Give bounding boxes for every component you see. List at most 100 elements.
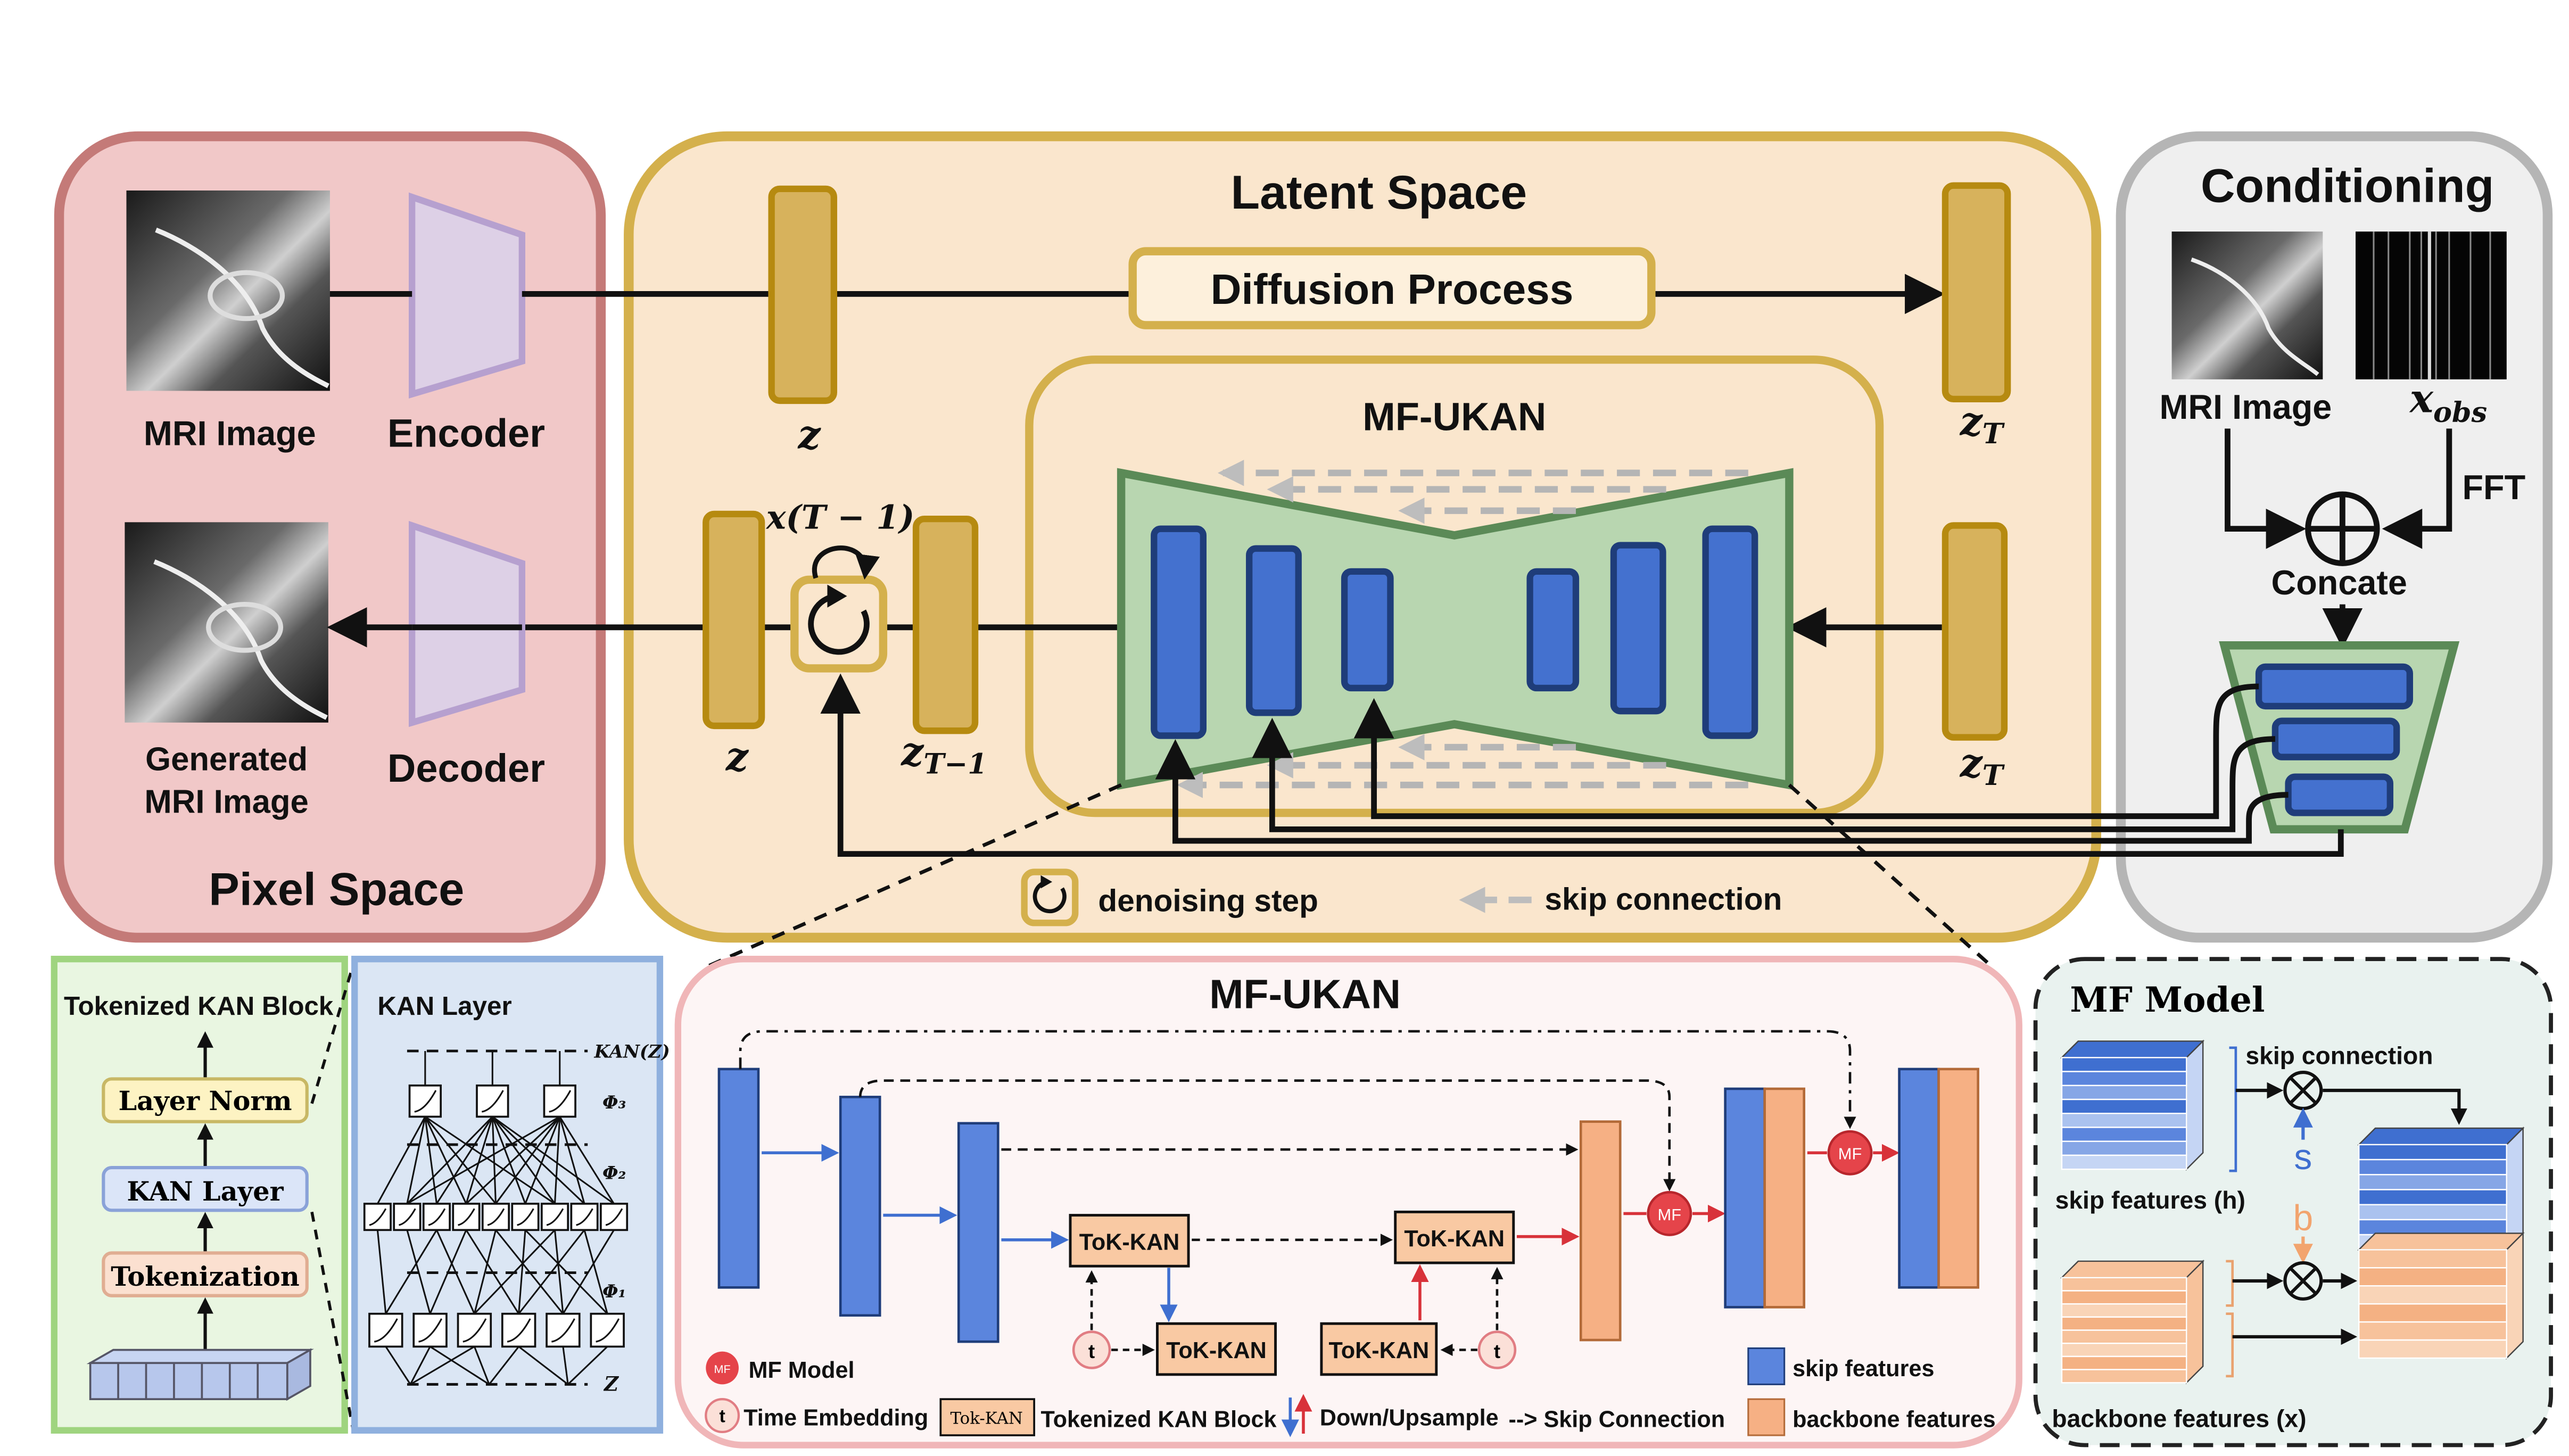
kan-edge — [424, 1116, 556, 1205]
kan-activation-node — [540, 1203, 569, 1231]
conditioning-routing-lines — [820, 673, 2344, 857]
latent-block-zT-top — [1942, 182, 2011, 403]
kan-activation-node-curve — [507, 1318, 531, 1343]
legend-time-label: Time Embedding — [744, 1405, 928, 1431]
out-stack-orange-layer — [2358, 1303, 2508, 1323]
out-stack-orange-side — [2506, 1231, 2524, 1360]
out-stack-orange-layer — [2358, 1249, 2508, 1269]
b-label: b — [2293, 1198, 2313, 1238]
kan-activation-node — [481, 1203, 510, 1231]
kan-edge — [429, 1346, 490, 1385]
latent-block-zT-bottom — [1942, 522, 2008, 741]
concat-plus-icon — [2305, 491, 2380, 566]
kan-edge — [554, 1230, 564, 1314]
mf-node-2 — [1827, 1130, 1873, 1176]
zoom-line — [310, 965, 354, 1104]
kan-edge — [465, 1116, 560, 1205]
decoder-label: Decoder — [387, 746, 545, 790]
dec-block-1 — [1579, 1120, 1622, 1342]
zoom-line — [310, 1211, 354, 1429]
generated-label-line2: MRI Image — [144, 783, 308, 820]
latent-block-zT-1 — [912, 515, 979, 734]
tok-kan-block-4 — [1394, 1210, 1515, 1264]
legend-time-icon-text: t — [719, 1406, 725, 1426]
out-stack-blue-layer — [2358, 1189, 2508, 1205]
mf-model-panel: MF Model skip connection s skip features… — [2033, 957, 2553, 1447]
kan-edge — [583, 1229, 608, 1314]
generated-mri-image — [125, 522, 328, 723]
kan-activation-node-curve — [576, 1208, 593, 1226]
latent-space-title: Latent Space — [1231, 166, 1527, 219]
kan-layer-label: KAN Layer — [127, 1176, 284, 1207]
kan-activation-node — [363, 1203, 392, 1231]
backbone-bracket-lower — [2226, 1312, 2234, 1378]
out-stack-blue-layer — [2358, 1219, 2508, 1236]
kan-edge — [436, 1229, 475, 1314]
latent-block-z — [768, 185, 838, 404]
mf-node-label: MF — [1658, 1205, 1682, 1224]
kan-edge — [385, 1229, 437, 1314]
kan-edge — [518, 1346, 569, 1385]
skip-stack-layer — [2061, 1098, 2187, 1114]
kan-activation-node-curve — [458, 1208, 475, 1226]
kan-edge — [429, 1229, 467, 1314]
phi1-label: Φ₁ — [602, 1281, 626, 1302]
kan-edge — [424, 1116, 497, 1204]
kan-edge — [518, 1230, 526, 1314]
mf-skip-connection-label: skip connection — [2245, 1042, 2433, 1070]
tok-kan-label: ToK-KAN — [1079, 1229, 1180, 1255]
tok-kan-label: ToK-KAN — [1404, 1226, 1505, 1252]
generated-label-line1: Generated — [145, 741, 308, 777]
denoising-step-icon — [790, 545, 888, 673]
kan-edge — [562, 1346, 569, 1385]
mf-node-1 — [1647, 1191, 1692, 1236]
kan-edge — [385, 1346, 411, 1385]
kan-edge — [410, 1346, 475, 1385]
time-embed-label: t — [1088, 1340, 1095, 1362]
pixel-space-panel: MRI Image Encoder Generated MRI Image De… — [54, 131, 606, 943]
backbone-stack-layer — [2061, 1369, 2187, 1384]
skip-stack-layer — [2061, 1057, 2187, 1072]
kan-activation-node — [452, 1203, 481, 1231]
skip-stack-layer — [2061, 1140, 2187, 1156]
kan-edge — [424, 1116, 437, 1204]
latent-space-panel: Latent Space z Diffusion Process zT MF-U… — [327, 131, 2101, 943]
kan-edge — [406, 1116, 426, 1204]
kan-activation-node-curve — [487, 1208, 505, 1226]
tokenization-box — [102, 1251, 309, 1297]
time-embed-label: t — [1494, 1340, 1500, 1362]
kan-edge — [491, 1116, 497, 1204]
legend-tok-badge — [939, 1398, 1035, 1436]
enc-block-1 — [717, 1068, 760, 1289]
out-stack-blue-side — [2506, 1127, 2524, 1252]
kan-edge — [376, 1230, 387, 1314]
dec-skip-block-2 — [1724, 1087, 1766, 1309]
out-stack-orange-layer — [2358, 1321, 2508, 1341]
kan-activation-node-curve — [399, 1208, 416, 1226]
kan-activation-node — [408, 1084, 442, 1118]
z-label-kan: Z — [603, 1372, 619, 1396]
tokenization-label: Tokenization — [111, 1261, 300, 1292]
mri-image-label: MRI Image — [144, 413, 316, 452]
kan-activation-node-curve — [428, 1208, 446, 1226]
kan-edge — [465, 1229, 519, 1314]
mf-model-title: MF Model — [2070, 980, 2265, 1020]
kan-activation-node-curve — [549, 1090, 572, 1113]
zT-1-label: zT−1 — [900, 729, 987, 780]
kan-activation-node-curve — [551, 1318, 575, 1343]
kan-activation-node — [476, 1084, 509, 1118]
out-stack-blue-layer — [2358, 1204, 2508, 1221]
backbone-bracket-upper — [2226, 1260, 2234, 1307]
output-feature-stack — [2357, 1127, 2525, 1360]
kan-activation-node-curve — [546, 1208, 564, 1226]
time-embed-node — [1477, 1330, 1517, 1369]
backbone-feature-stack — [2060, 1259, 2205, 1385]
legend-skip-label: skip connection — [1544, 882, 1782, 917]
zT-label-bottom: zT — [1959, 740, 2005, 792]
skip-stack-side — [2186, 1039, 2204, 1171]
out-stack-orange-top — [2357, 1232, 2525, 1251]
kan-layer-box — [102, 1165, 309, 1212]
backbone-stack-layer — [2061, 1290, 2187, 1305]
kan-activation-node-curve — [374, 1318, 398, 1343]
